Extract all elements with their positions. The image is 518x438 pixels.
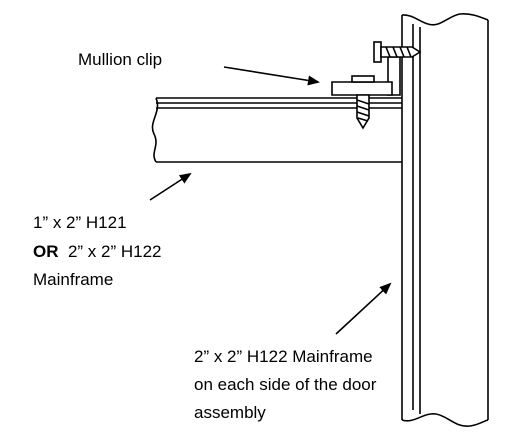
arrow-mullion-clip [223, 66, 320, 86]
label-vertical-line3: assembly [194, 403, 266, 422]
label-horizontal-line1: 1” x 2” H121 [33, 213, 127, 232]
arrow-horizontal-mainframe [149, 172, 192, 201]
arrow-vertical-mainframe [335, 282, 392, 335]
label-or: OR [33, 242, 59, 261]
label-horizontal-line3: Mainframe [33, 270, 114, 289]
leader-arrows [149, 66, 392, 335]
label-horizontal-line2-rest: 2” x 2” H122 [67, 242, 162, 261]
mullion-clip [331, 41, 422, 130]
label-vertical-line2: on each side of the door [194, 375, 377, 394]
label-vertical-line1: 2” x 2” H122 Mainframe [194, 347, 373, 366]
label-mullion-clip: Mullion clip [78, 50, 163, 69]
label-horizontal-line2: OR 2” x 2” H122 [33, 240, 162, 263]
vertical-mainframe [401, 13, 489, 427]
